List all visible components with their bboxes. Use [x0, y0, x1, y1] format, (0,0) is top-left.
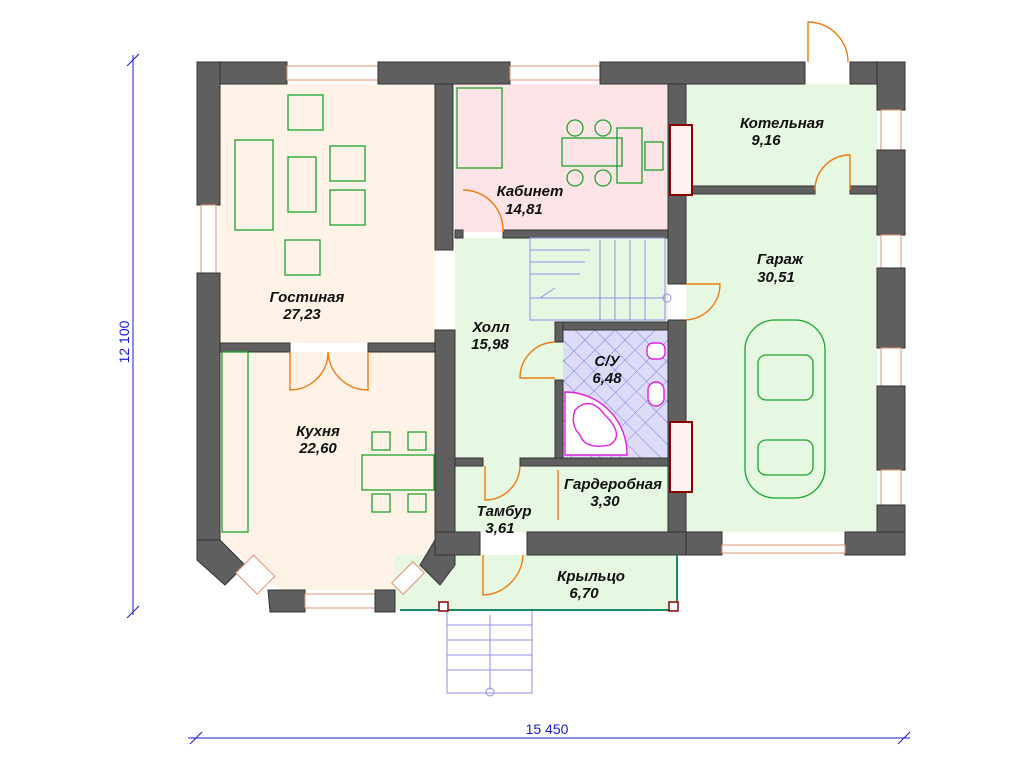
room-label-kitchen: Кухня [296, 423, 340, 440]
room-label-hall: Холл [471, 319, 510, 336]
room-area-boiler: 9,16 [751, 132, 781, 149]
room-area-porch: 6,70 [569, 585, 599, 602]
room-label-porch: Крыльцо [557, 568, 625, 585]
room-fill-porch [395, 555, 677, 610]
room-area-bathroom: 6,48 [592, 370, 622, 387]
room-area-garage: 30,51 [757, 269, 795, 286]
room-label-boiler: Котельная [740, 115, 824, 132]
room-area-vestibule: 3,61 [485, 520, 514, 537]
dimension-vertical [126, 53, 140, 619]
room-area-wardrobe: 3,30 [590, 493, 620, 510]
room-fill-living [220, 84, 435, 343]
porch-post [668, 601, 679, 612]
room-area-kitchen: 22,60 [298, 440, 337, 457]
porch-post [438, 601, 449, 612]
room-area-cabinet: 14,81 [505, 201, 543, 218]
chimney-upper [669, 124, 693, 196]
bathroom-fixtures [564, 342, 666, 456]
room-label-bathroom: С/У [594, 353, 621, 370]
room-label-garage: Гараж [757, 251, 804, 268]
room-label-wardrobe: Гардеробная [564, 476, 662, 493]
room-fill-garage [686, 84, 877, 532]
dimension-height-label: 12 100 [116, 320, 132, 363]
dimension-horizontal [188, 731, 911, 745]
chimney-lower [669, 421, 693, 493]
room-area-living: 27,23 [282, 306, 321, 323]
furniture [221, 87, 826, 533]
staircase [446, 237, 672, 697]
room-label-cabinet: Кабинет [497, 183, 564, 200]
exterior-walls [196, 61, 906, 613]
room-fill-kitchen [220, 352, 435, 590]
doors [289, 21, 851, 596]
room-label-vestibule: Тамбур [476, 503, 531, 520]
dimension-width-label: 15 450 [526, 721, 569, 737]
room-label-living: Гостиная [270, 289, 345, 306]
room-area-hall: 15,98 [471, 336, 509, 353]
